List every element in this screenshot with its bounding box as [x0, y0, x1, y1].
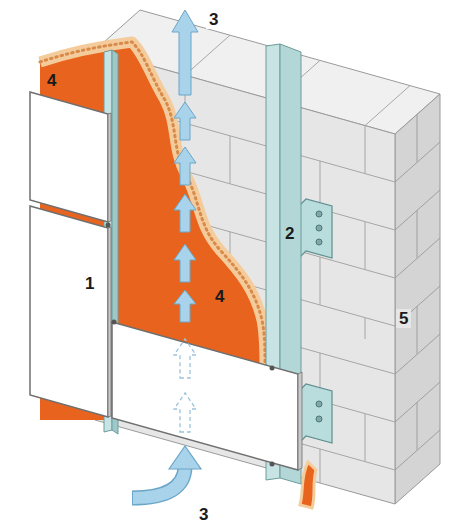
- joint: [365, 86, 410, 126]
- bolt: [316, 211, 322, 217]
- air-arrow-hidden: [174, 393, 196, 432]
- air-flow-arrows: [172, 10, 198, 322]
- wall-side: [395, 94, 440, 504]
- hidden-air-arrows: [174, 339, 196, 432]
- callout-number: 3: [196, 505, 211, 524]
- bolt: [316, 401, 322, 407]
- air-arrow-head: [169, 446, 201, 469]
- joint: [365, 222, 366, 270]
- panel-clip: [112, 320, 117, 325]
- panel-edge: [108, 113, 111, 222]
- wall-side-joints: [395, 114, 440, 470]
- joint: [230, 136, 231, 184]
- joint: [417, 402, 418, 450]
- callout-number: 4: [44, 71, 59, 90]
- joint: [417, 114, 418, 162]
- bolt: [316, 225, 322, 231]
- bracket-plate: [300, 199, 332, 258]
- joint: [320, 161, 321, 209]
- air-arrow: [172, 10, 198, 95]
- panel: [112, 322, 298, 470]
- panel: [30, 92, 108, 222]
- joint: [417, 306, 418, 354]
- panel: [30, 206, 108, 417]
- air-arrow: [174, 102, 196, 140]
- panel-edge: [108, 227, 111, 417]
- air-arrow-outline: [132, 466, 185, 498]
- wall-bracket: [300, 384, 332, 443]
- bolt: [316, 239, 322, 245]
- cladding-panels: [30, 92, 302, 470]
- panel-clip: [270, 366, 275, 371]
- callout-number: 4: [212, 287, 227, 306]
- joint: [320, 449, 321, 483]
- panel-edge: [298, 372, 302, 470]
- air-intake-arrow: [132, 446, 201, 498]
- joint: [320, 257, 321, 305]
- air-arrow: [174, 194, 196, 232]
- callout-number: 5: [396, 309, 411, 328]
- air-arrow: [174, 290, 196, 322]
- joint: [185, 35, 230, 75]
- wall-bracket: [300, 199, 332, 258]
- callout-number: 2: [282, 224, 297, 243]
- bracket-plate: [300, 384, 332, 443]
- panel-clip: [106, 223, 111, 228]
- air-arrow-hidden: [174, 339, 196, 378]
- callout-number: 1: [82, 274, 97, 293]
- air-arrow: [174, 244, 196, 282]
- joint: [417, 210, 418, 258]
- air-arrow: [174, 147, 196, 185]
- joint: [365, 318, 366, 339]
- air-arrow: [133, 466, 185, 498]
- panel-clip: [270, 462, 275, 467]
- bolt: [316, 416, 322, 422]
- callout-number: 3: [206, 10, 221, 29]
- insulation: [300, 462, 316, 508]
- joint: [365, 126, 366, 174]
- joint: [365, 414, 366, 462]
